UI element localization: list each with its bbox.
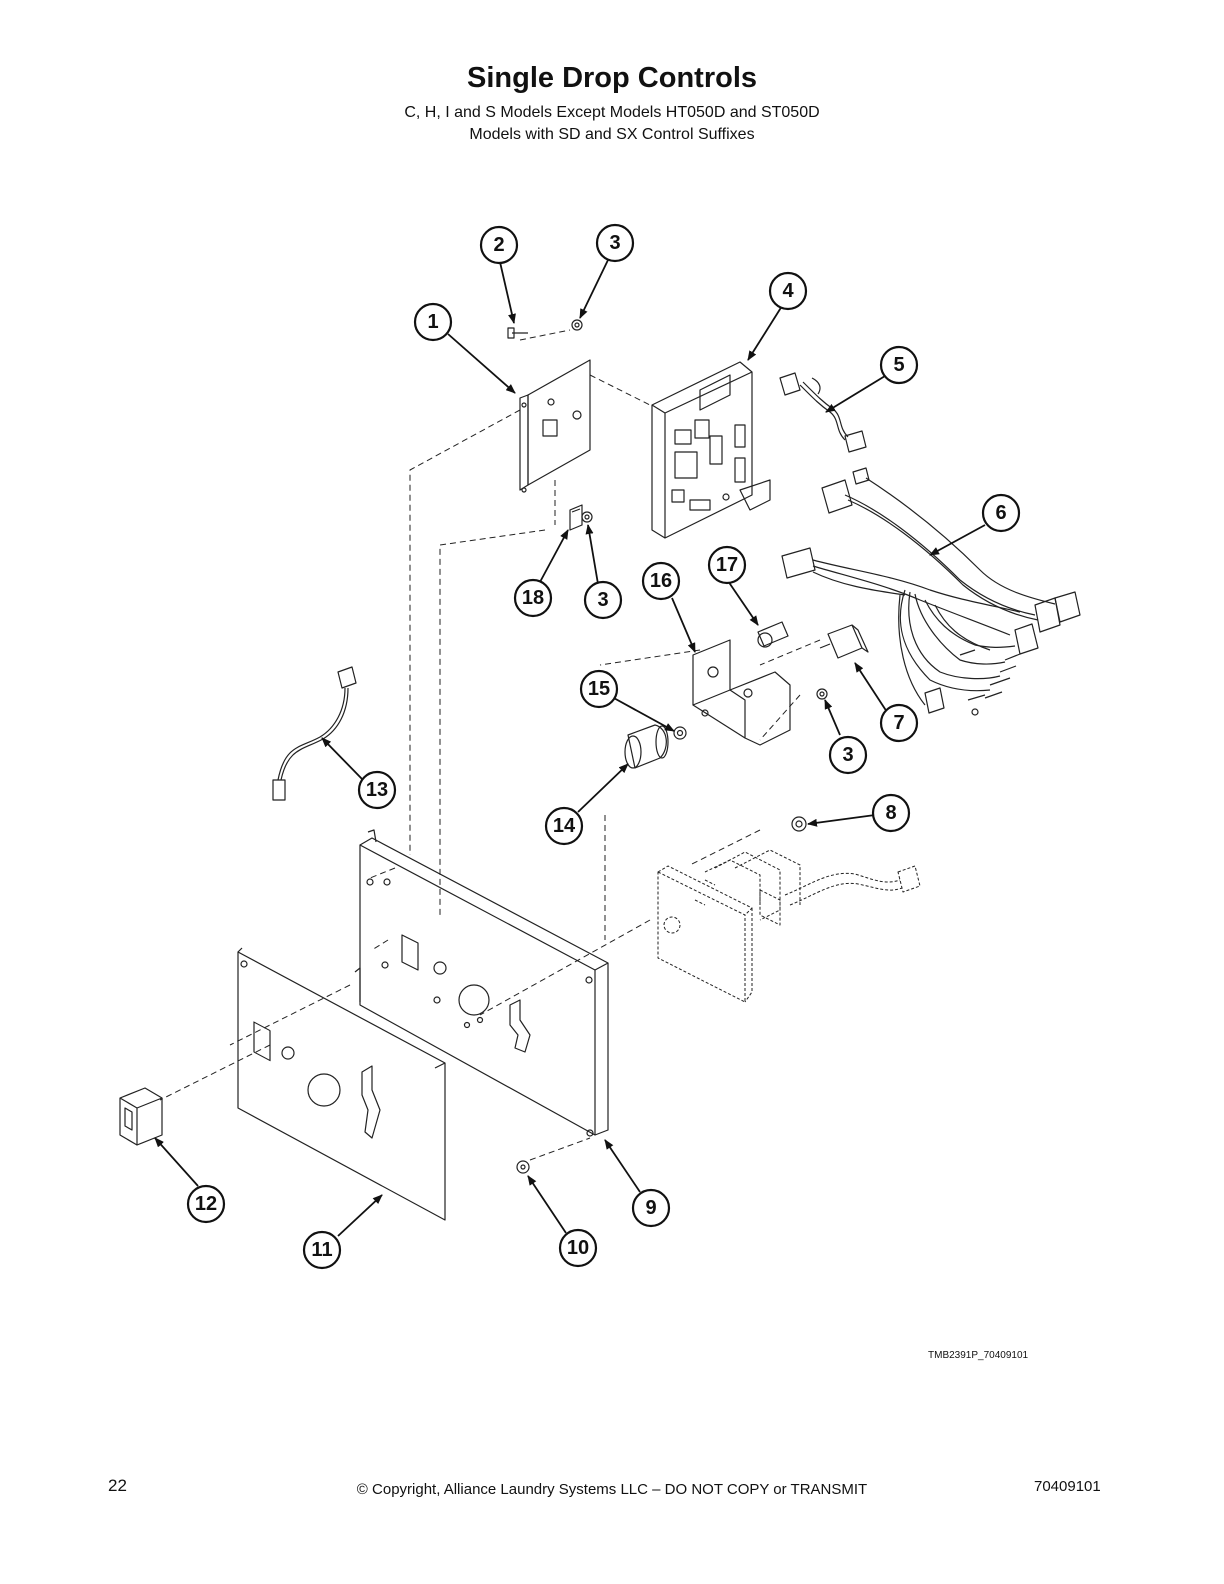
callout-1: 1 bbox=[427, 311, 438, 333]
drawing-id: TMB2391P_70409101 bbox=[928, 1350, 1029, 1361]
callout-9: 9 bbox=[645, 1197, 656, 1219]
callout-10: 10 bbox=[567, 1237, 589, 1259]
callout-13: 13 bbox=[366, 779, 388, 801]
callout-17: 17 bbox=[716, 554, 738, 576]
copyright-notice: © Copyright, Alliance Laundry Systems LL… bbox=[356, 1481, 868, 1498]
callout-2: 2 bbox=[493, 234, 504, 256]
page-number: 22 bbox=[108, 1476, 127, 1495]
callout-16: 16 bbox=[650, 570, 672, 592]
callout-3-top: 3 bbox=[609, 232, 620, 254]
callout-5: 5 bbox=[893, 354, 904, 376]
callout-11: 11 bbox=[311, 1239, 332, 1261]
page-title: Single Drop Controls bbox=[467, 62, 757, 94]
callout-15: 15 bbox=[588, 678, 610, 700]
callout-3-middle: 3 bbox=[597, 589, 608, 611]
document-number: 70409101 bbox=[1034, 1478, 1101, 1495]
callout-7: 7 bbox=[893, 712, 904, 734]
callout-8: 8 bbox=[885, 802, 896, 824]
callout-14: 14 bbox=[553, 815, 576, 837]
callout-circles bbox=[186, 223, 1021, 1270]
callout-12: 12 bbox=[195, 1193, 217, 1215]
subtitle-line-2: Models with SD and SX Control Suffixes bbox=[469, 126, 755, 143]
callout-4: 4 bbox=[782, 280, 794, 302]
callout-6: 6 bbox=[995, 502, 1006, 524]
callout-3-right: 3 bbox=[842, 744, 853, 766]
subtitle-line-1: C, H, I and S Models Except Models HT050… bbox=[404, 104, 820, 121]
callout-18: 18 bbox=[522, 587, 544, 609]
